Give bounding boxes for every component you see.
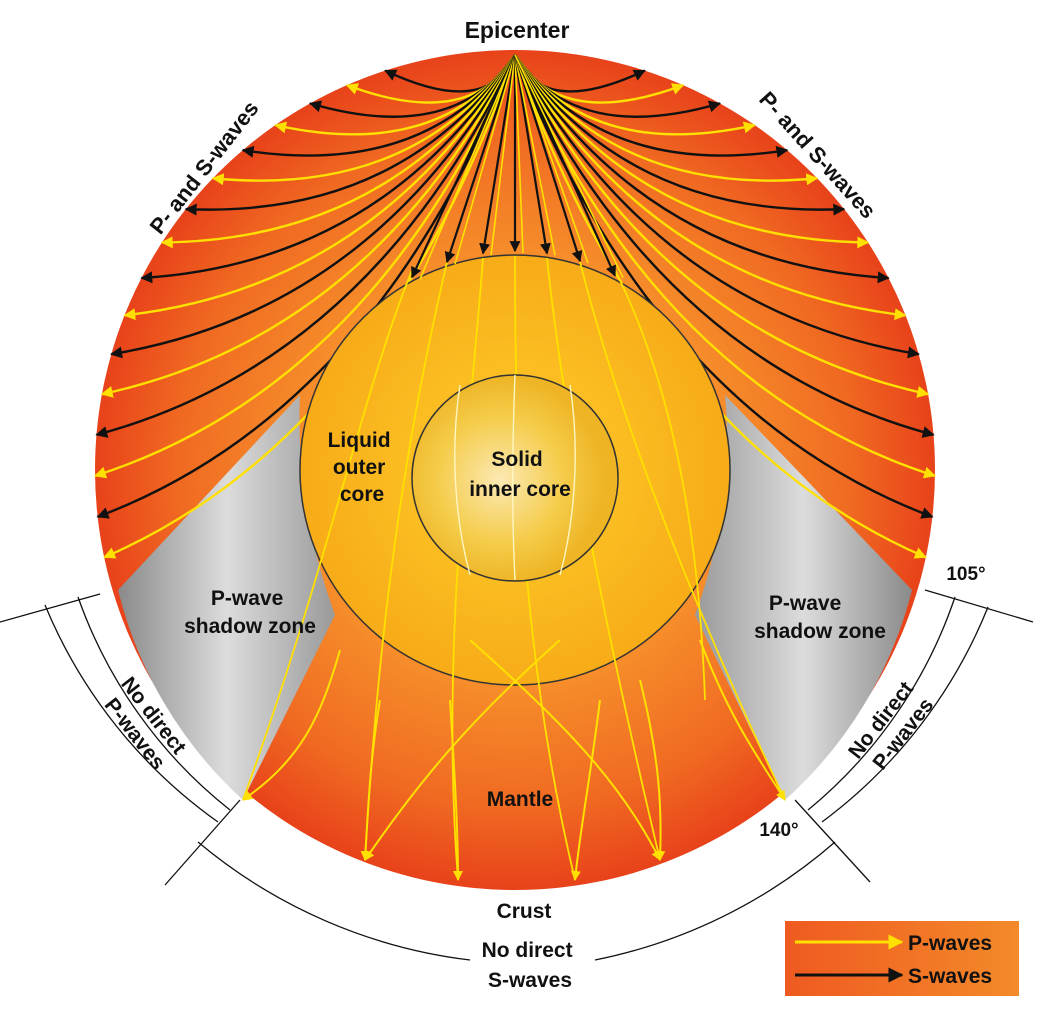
s-wave-ray: [513, 54, 935, 438]
p-wave-ray-to-core: [490, 54, 516, 256]
p-wave-core-path: [579, 261, 786, 801]
shadow-zone-right: [695, 395, 912, 800]
p-wave-ray-to-core: [419, 54, 516, 280]
angle-105-label: 105°: [946, 564, 985, 585]
s-wave-ray-to-core: [513, 54, 617, 277]
no-direct-s-line-1: No direct: [482, 939, 573, 962]
s-wave-ray-to-core: [411, 54, 516, 279]
s-wave-ray: [110, 54, 517, 359]
p-wave-exit-path: [449, 699, 463, 881]
mantle-label: Mantle: [487, 788, 554, 811]
p-wave-ray-to-core: [514, 54, 524, 254]
p-wave-ray-to-core: [514, 54, 589, 264]
p-wave-ray-to-core: [514, 54, 624, 279]
mantle-wave-rays: [93, 54, 937, 559]
s-wave-ray: [140, 54, 517, 284]
inner-core-wave-rays: [454, 374, 576, 581]
inner-core-line-2: inner core: [469, 478, 571, 501]
p-wave-ray: [93, 54, 517, 479]
p-wave-ray: [514, 54, 819, 186]
outer-core-line-3: core: [340, 483, 384, 506]
legend-p-wave-label: P-waves: [908, 932, 992, 955]
outer-core-line-1: Liquid: [328, 429, 391, 452]
p-wave-core-path: [242, 269, 413, 801]
angle-markers: [0, 589, 1034, 961]
p-wave-ray: [513, 54, 930, 398]
legend: P-waves S-waves: [785, 921, 1019, 996]
liquid-outer-core-label: Liquid outer core: [328, 429, 397, 506]
epicenter-label: Epicenter: [465, 17, 570, 43]
s-wave-ray: [184, 54, 516, 216]
legend-s-wave-label: S-waves: [908, 965, 992, 988]
p-wave-exit-path: [639, 679, 666, 861]
s-wave-ray: [513, 54, 920, 359]
p-wave-ray: [160, 54, 516, 249]
p-wave-exit-path: [364, 639, 561, 861]
s-wave-ray-to-core: [444, 54, 517, 264]
s-wave-ray: [513, 54, 890, 284]
s-wave-ray: [514, 54, 846, 216]
p-shadow-right-line-2: shadow zone: [754, 620, 886, 643]
p-wave-exit-path: [242, 649, 341, 801]
p-wave-ray: [123, 54, 517, 321]
p-wave-ray: [100, 54, 517, 398]
p-wave-ray: [514, 54, 870, 249]
inner-core-line-1: Solid: [491, 448, 542, 471]
no-direct-s-line-2: S-waves: [488, 969, 572, 992]
p-wave-exit-path: [360, 699, 381, 861]
shadow-zone-left: [118, 395, 335, 800]
s-wave-ray-to-core: [513, 54, 551, 255]
outer-core-line-2: outer: [333, 456, 386, 479]
p-wave-ray: [513, 54, 907, 321]
no-direct-s-label: No direct S-waves: [482, 939, 579, 992]
p-wave-inner-core-path: [512, 374, 516, 581]
p-wave-exit-path: [469, 639, 661, 861]
p-shadow-right-label: P-wave shadow zone: [754, 592, 886, 643]
solid-inner-core-label: Solid inner core: [469, 448, 571, 501]
s-wave-ray: [95, 54, 517, 438]
p-wave-ray-to-core: [514, 54, 556, 256]
p-wave-inner-core-path: [454, 384, 471, 576]
p-shadow-left-line-1: P-wave: [211, 587, 283, 610]
crust-label: Crust: [497, 900, 552, 923]
angle-140-label: 140°: [759, 820, 798, 841]
p-wave-ray-to-core: [454, 54, 516, 265]
exit-wave-rays: [242, 639, 786, 881]
p-wave-exit-path: [570, 699, 601, 881]
p-shadow-left-line-2: shadow zone: [184, 615, 316, 638]
legend-box: [785, 921, 1019, 996]
p-wave-inner-core-path: [559, 384, 576, 576]
p-wave-exit-path: [699, 639, 786, 801]
p-wave-core-path: [614, 269, 706, 701]
s-wave-ray-to-core: [513, 54, 583, 263]
s-wave-core-impacts: [411, 54, 624, 280]
p-shadow-right-line-1: P-wave: [769, 592, 841, 615]
p-shadow-left-label: P-wave shadow zone: [184, 587, 316, 638]
s-wave-ray-to-core: [479, 54, 517, 255]
p-wave-ray: [211, 54, 516, 186]
